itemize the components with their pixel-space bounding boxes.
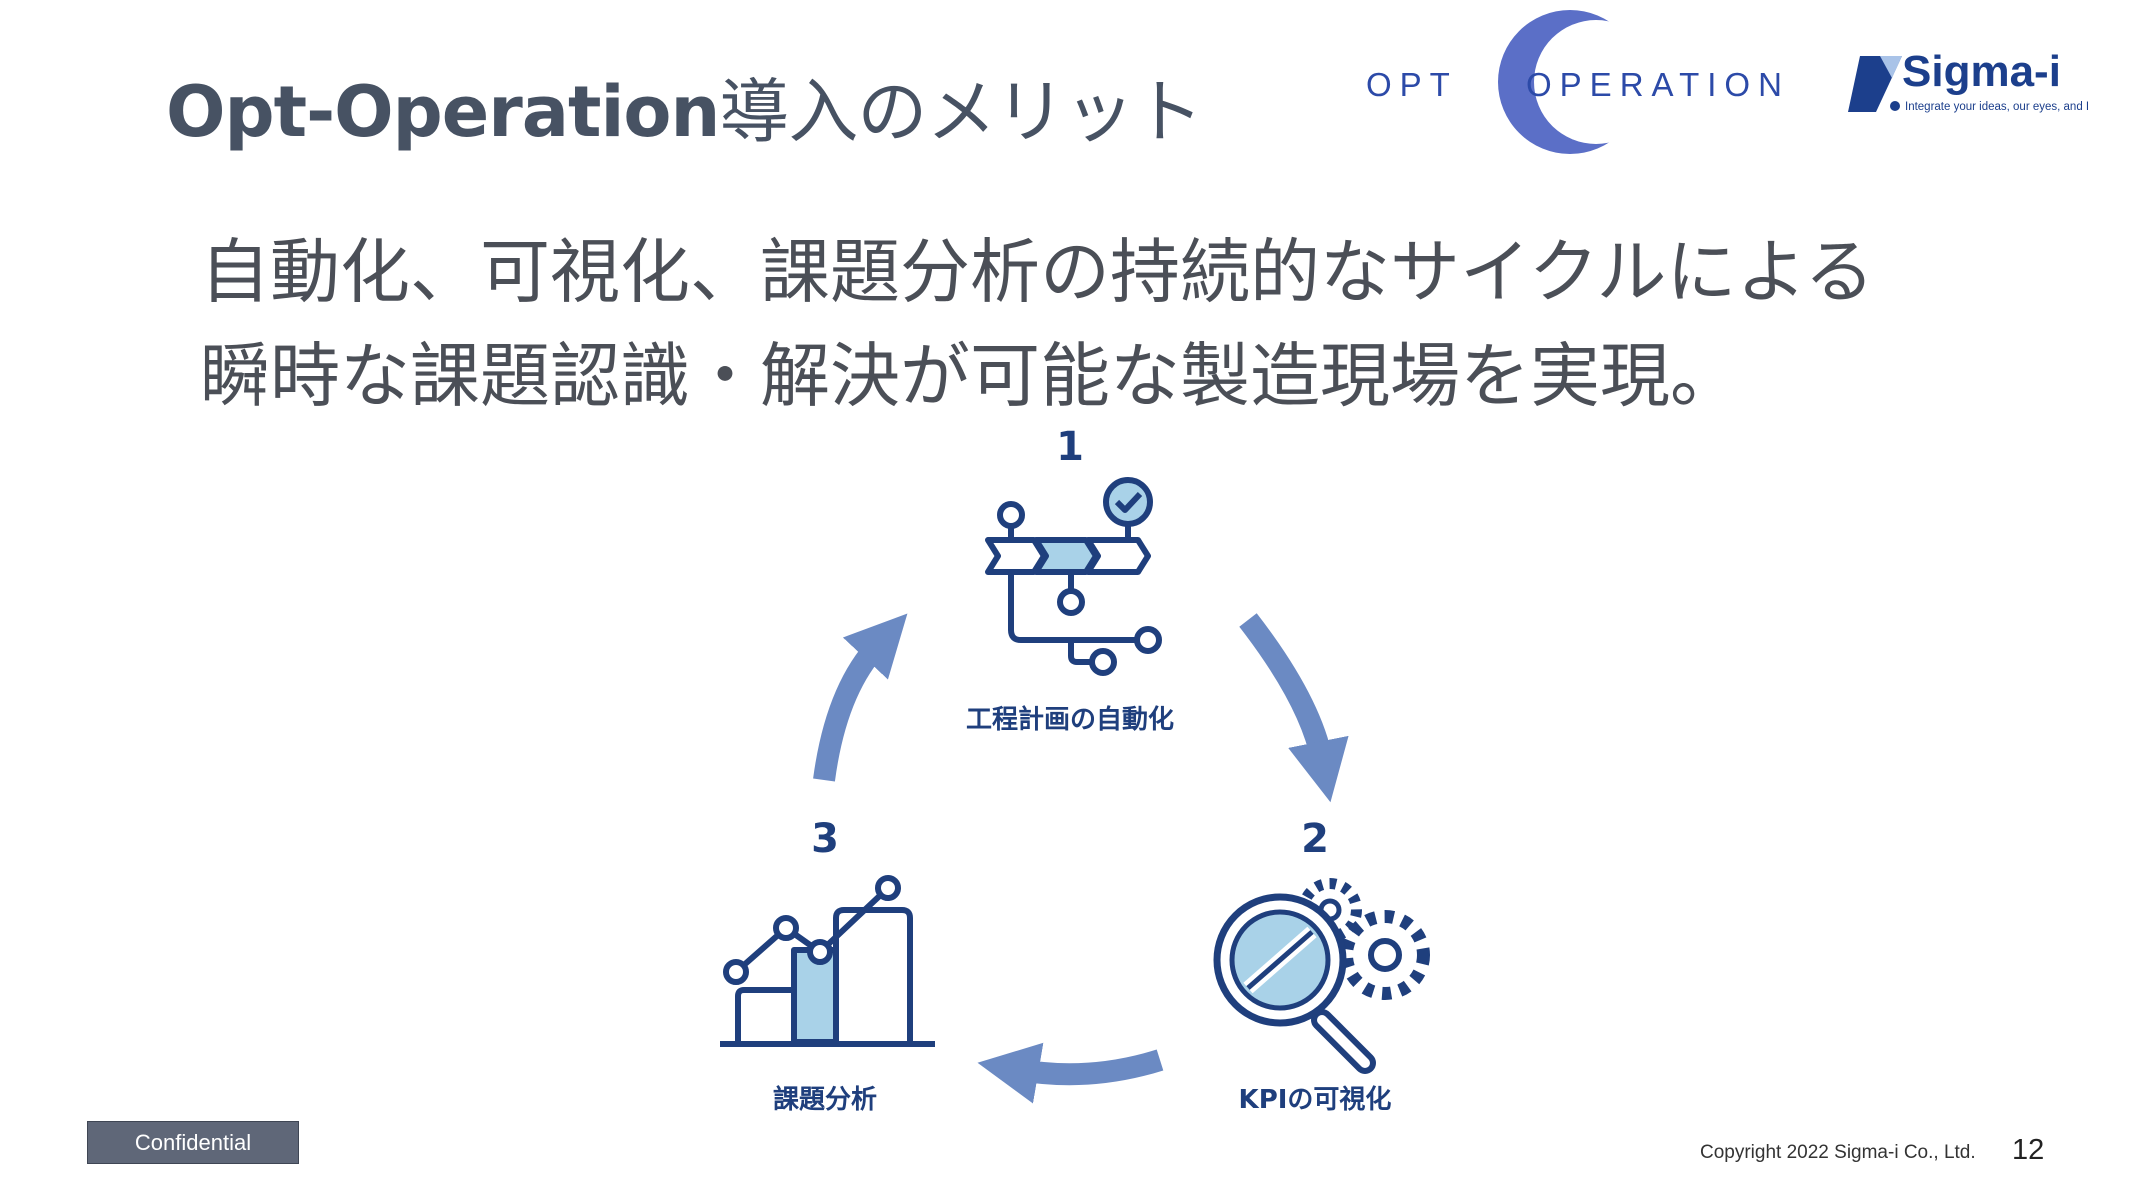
step-3-label: 課題分析 [773, 1084, 877, 1115]
step-3-number: 3 [811, 816, 839, 862]
sigma-i-logo: Sigma-i Integrate your ideas, our eyes, … [1848, 47, 2089, 113]
sigma-i-name: Sigma-i [1902, 47, 2061, 96]
header-logos: OPT OPERATION Sigma-i Integrate your ide… [1366, 10, 2089, 154]
cycle-arrow-1-to-2 [1239, 613, 1349, 803]
magnifier-gears-icon [1213, 878, 1430, 1074]
step-2-number: 2 [1301, 816, 1329, 862]
headline-line-2: 瞬時な課題認識・解決が可能な製造現場を実現。 [200, 335, 1740, 417]
headline-line-1: 自動化、可視化、課題分析の持続的なサイクルによる [200, 231, 1875, 313]
process-flow-icon [985, 477, 1162, 676]
opt-operation-logo: OPT OPERATION [1366, 10, 1790, 154]
slide-title-prefix: Opt-Operation [166, 71, 720, 153]
opt-operation-logo-right: OPERATION [1526, 66, 1790, 103]
page-number: 12 [2012, 1134, 2045, 1166]
cycle-arrow-2-to-3 [977, 1042, 1164, 1104]
headline: 自動化、可視化、課題分析の持続的なサイクルによる 瞬時な課題認識・解決が可能な製… [200, 220, 1874, 428]
step-2-label: KPIの可視化 [1239, 1085, 1392, 1115]
bar-chart-trend-icon [720, 875, 935, 1047]
slide-title: Opt-Operation導入のメリット [166, 56, 1203, 157]
cycle-diagram: 1 工程計画の自動化 2 KPIの可視化 3 [720, 424, 1430, 1115]
confidential-badge: Confidential [87, 1121, 299, 1164]
sigma-i-tagline: Integrate your ideas, our eyes, and I [1905, 101, 2089, 113]
cycle-arrow-3-to-1 [813, 613, 908, 782]
step-1-label: 工程計画の自動化 [966, 704, 1174, 735]
copyright-text: Copyright 2022 Sigma-i Co., Ltd. [1700, 1142, 1976, 1163]
slide-title-suffix: 導入のメリット [719, 71, 1203, 153]
opt-operation-logo-left: OPT [1366, 66, 1458, 103]
step-1-number: 1 [1056, 424, 1084, 470]
